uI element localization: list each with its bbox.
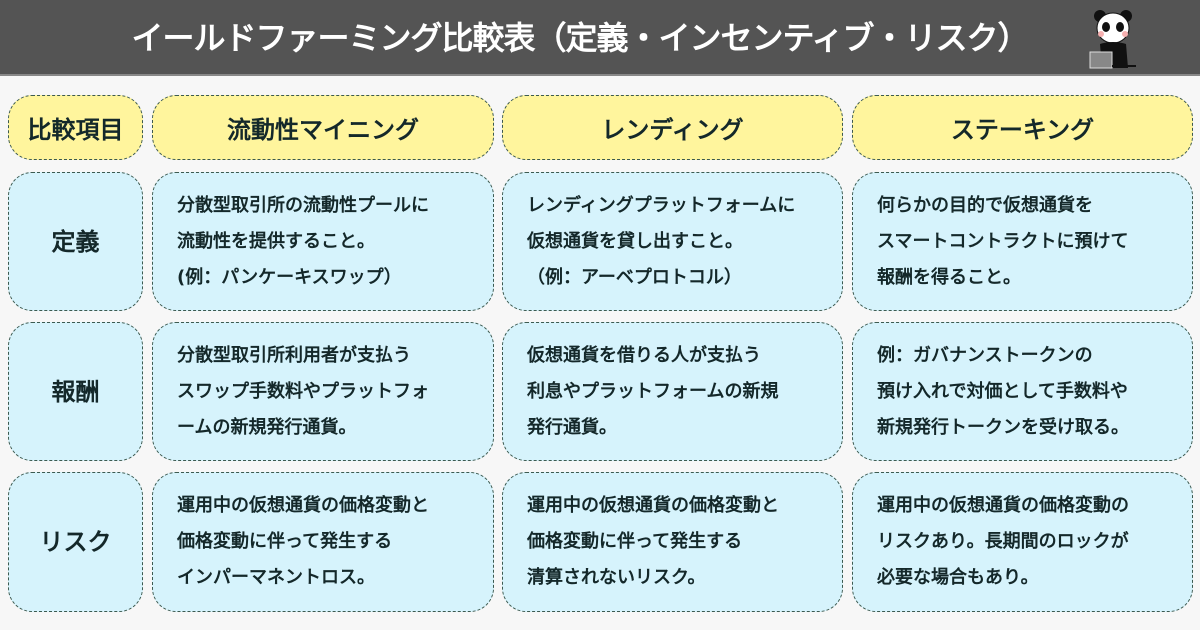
table-cell: 何らかの目的で仮想通貨をスマートコントラクトに預けて報酬を得ること。 (852, 172, 1193, 311)
cell-text-line: 分散型取引所利用者が支払う (177, 344, 411, 366)
cell-text-line: ームの新規発行通貨。 (177, 416, 357, 438)
cell-text-line: レンディングプラットフォームに (527, 194, 796, 216)
cell-text-line: インパーマネントロス。 (177, 567, 375, 588)
table-cell: 運用中の仮想通貨の価格変動と価格変動に伴って発生する清算されないリスク。 (502, 472, 843, 612)
cell-text-line: 分散型取引所の流動性プールに (177, 194, 429, 216)
cell-text-line: スワップ手数料やプラットフォ (177, 380, 429, 402)
cell-text-line: 利息やプラットフォームの新規 (527, 380, 779, 402)
table-cell: レンディングプラットフォームに仮想通貨を貸し出すこと。 （例：アーベプロトコル） (502, 172, 843, 311)
header-cell-item: 比較項目 (8, 95, 143, 160)
cell-text-line: 預け入れで対価として手数料や (877, 380, 1128, 402)
header-bar: イールドファーミング比較表（定義・インセンティブ・リスク） (0, 0, 1200, 76)
row-label-text: 報酬 (51, 377, 100, 406)
cell-text-line: 発行通貨。 (527, 416, 617, 438)
cell-text-line: (例：パンケーキスワップ） (177, 266, 402, 288)
table-cell: 運用中の仮想通貨の価格変動のリスクあり。長期間のロックが必要な場合もあり。 (852, 472, 1193, 612)
row-label-text: リスク (39, 528, 112, 556)
page-title: イールドファーミング比較表（定義・インセンティブ・リスク） (131, 19, 1029, 57)
table-cell: 仮想通貨を借りる人が支払う利息やプラットフォームの新規発行通貨。 (502, 322, 843, 461)
header-cell-staking: ステーキング (852, 95, 1193, 160)
row-label-text: 定義 (51, 227, 100, 256)
header-cell-lending: レンディング (502, 95, 843, 160)
row-label: リスク (8, 472, 143, 612)
cell-text-line: 必要な場合もあり。 (877, 567, 1039, 588)
table-cell: 分散型取引所の流動性プールに流動性を提供すること。 (例：パンケーキスワップ） (152, 172, 494, 311)
cell-text-line: 価格変動に伴って発生する (527, 531, 743, 552)
row-label: 定義 (8, 172, 143, 311)
cell-text-line: 価格変動に伴って発生する (177, 531, 393, 552)
column-header: レンディング (601, 116, 744, 144)
cell-text-line: 清算されないリスク。 (527, 567, 706, 588)
panda-mascot-icon (1089, 10, 1136, 69)
cell-text-line: 仮想通貨を貸し出すこと。 (527, 230, 743, 252)
cell-text-line: 運用中の仮想通貨の価格変動と (177, 495, 429, 516)
cell-text-line: リスクあり。長期間のロックが (877, 531, 1129, 552)
table-cell: 例：ガバナンストークンの預け入れで対価として手数料や新規発行トークンを受け取る。 (852, 322, 1193, 461)
table-cell: 運用中の仮想通貨の価格変動と価格変動に伴って発生するインパーマネントロス。 (152, 472, 494, 612)
cell-text-line: 報酬を得ること。 (877, 266, 1021, 288)
cell-text-line: スマートコントラクトに預けて (877, 230, 1129, 252)
cell-text-line: 運用中の仮想通貨の価格変動の (877, 495, 1129, 516)
cell-text-line: 新規発行トークンを受け取る。 (877, 416, 1129, 438)
table-cell: 分散型取引所利用者が支払うスワップ手数料やプラットフォームの新規発行通貨。 (152, 322, 494, 461)
cell-text-line: 例：ガバナンストークンの (877, 344, 1093, 366)
header-cell-liquidity-mining: 流動性マイニング (152, 95, 494, 160)
column-header: ステーキング (950, 116, 1095, 144)
cell-text-line: 流動性を提供すること。 (177, 230, 375, 252)
column-header: 流動性マイニング (227, 116, 419, 144)
row-label: 報酬 (8, 322, 143, 461)
cell-text-line: （例：アーベプロトコル） (527, 266, 742, 288)
column-header: 比較項目 (27, 116, 124, 144)
cell-text-line: 運用中の仮想通貨の価格変動と (527, 495, 779, 516)
cell-text-line: 何らかの目的で仮想通貨を (877, 194, 1093, 216)
cell-text-line: 仮想通貨を借りる人が支払う (527, 344, 761, 366)
